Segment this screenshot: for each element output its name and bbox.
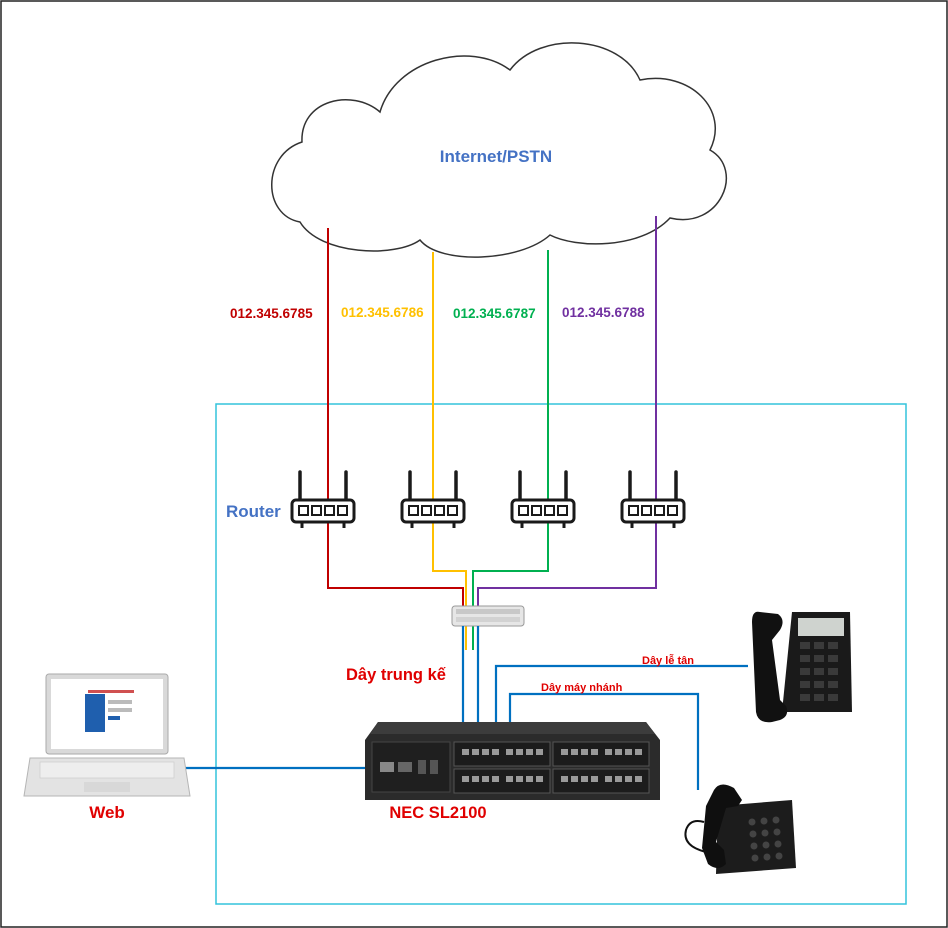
pbx-label: NEC SL2100	[389, 804, 486, 822]
extension-label: Dây máy nhánh	[541, 682, 623, 694]
trunk-label: Dây trung kế	[346, 666, 447, 684]
line-number-4: 012.345.6788	[562, 305, 645, 320]
analog-phone-icon	[684, 784, 796, 874]
patch-block-icon	[451, 605, 525, 627]
router-label: Router	[226, 502, 281, 521]
laptop-icon	[23, 673, 191, 797]
line-number-1: 012.345.6785	[230, 306, 313, 321]
laptop-label: Web	[89, 803, 125, 822]
line-number-3: 012.345.6787	[453, 306, 536, 321]
ip-phone-icon	[752, 611, 852, 723]
cloud-label: Internet/PSTN	[440, 147, 552, 166]
cloud-icon	[271, 42, 728, 258]
reception-label: Dây lễ tân	[642, 654, 694, 667]
line-number-2: 012.345.6786	[341, 305, 424, 320]
pbx-device-icon	[365, 722, 660, 800]
office-frame	[215, 403, 907, 905]
